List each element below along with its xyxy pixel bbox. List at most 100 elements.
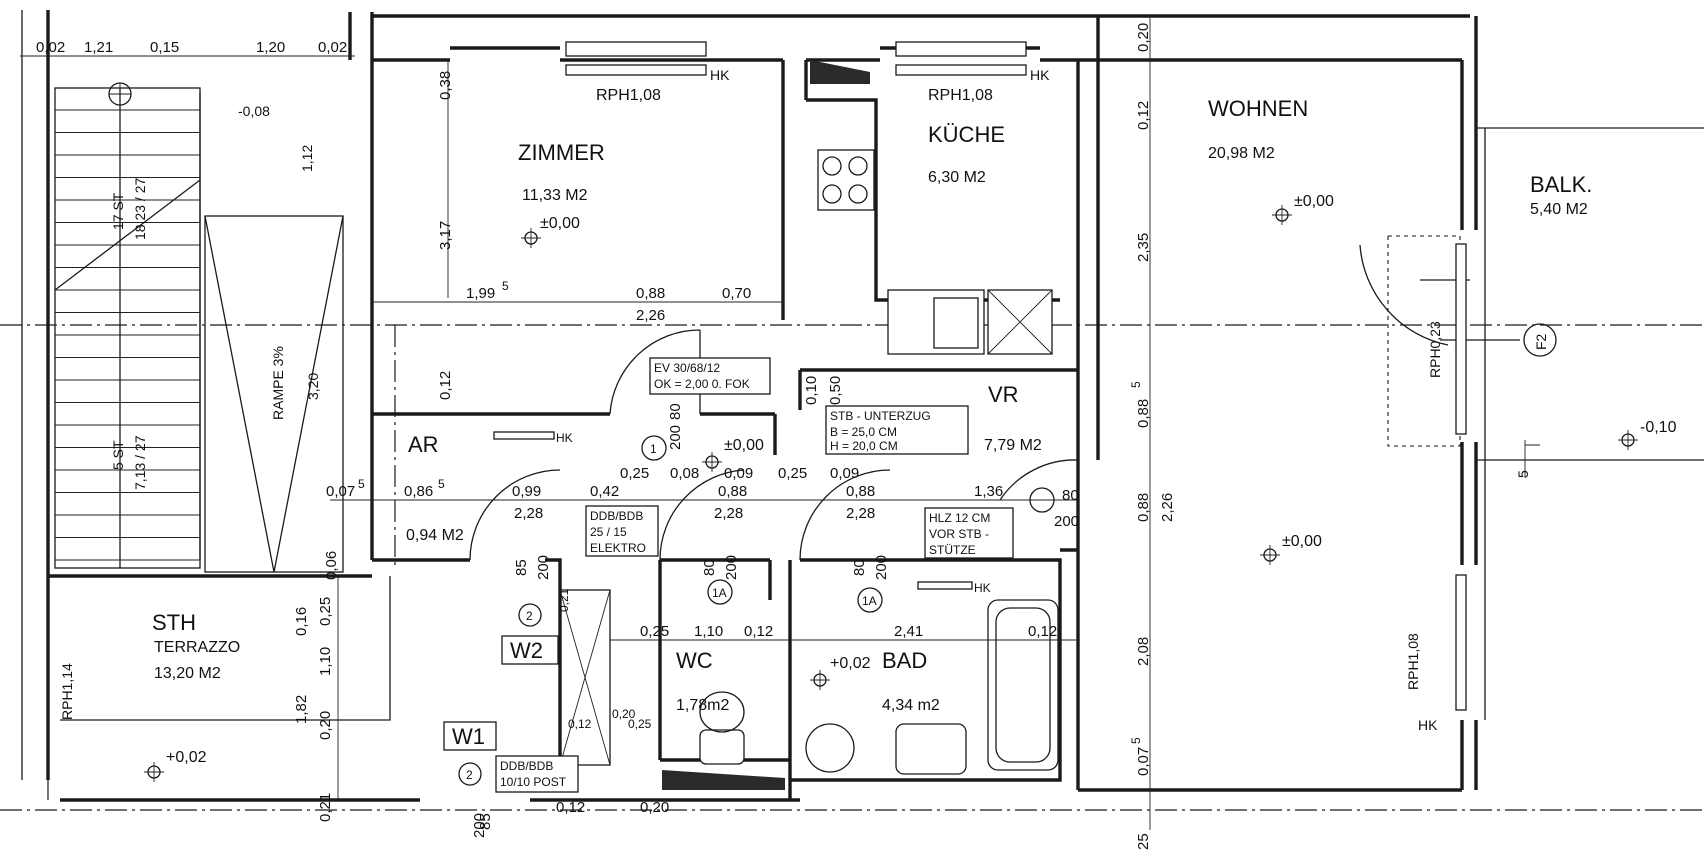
dim-wohnen-0075-sup: 5 — [1129, 737, 1143, 744]
ddb-elektro-line2: 25 / 15 — [590, 525, 627, 539]
vr-area: 7,79 M2 — [984, 437, 1042, 454]
dim-s-006: 0,06 — [323, 551, 340, 580]
dim-door-200b: 200 — [1054, 513, 1079, 530]
dim-r-228a: 2,28 — [514, 505, 543, 522]
dim-c-012: 0,12 — [568, 717, 592, 731]
hlz-note-line3: STÜTZE — [929, 543, 976, 557]
wc-area: 1,78m2 — [676, 697, 729, 714]
dim-zimmer-317: 3,17 — [437, 221, 454, 250]
marker-w1-circle: 2 — [466, 768, 473, 782]
level-marker-icon — [144, 762, 164, 782]
dim-balkon-5: 5 — [1515, 470, 1531, 478]
vr-level: ±0,00 — [724, 437, 764, 454]
dim-wohnen-226: 2,26 — [1159, 493, 1176, 522]
axis-lines — [0, 324, 1704, 811]
dim-s-016: 0,16 — [293, 607, 310, 636]
dim-door-80b: 80 — [1062, 487, 1079, 504]
dim-c-020b: 0,20 — [640, 799, 669, 816]
bad-area: 4,34 m2 — [882, 697, 940, 714]
hlz-note-line2: VOR STB - — [929, 527, 989, 541]
sink-icon — [887, 289, 985, 355]
balkon-level: -0,10 — [1640, 419, 1677, 436]
bad-door-type: 1A — [862, 594, 877, 608]
dim-s-021: 0,21 — [317, 793, 334, 822]
marker-w2-circle: 2 — [526, 609, 533, 623]
kuche-heater-label: HK — [1030, 67, 1050, 83]
dim-wohnen-012: 0,12 — [1135, 101, 1152, 130]
dim-r-025b: 0,25 — [778, 465, 807, 482]
ar-area: 0,94 M2 — [406, 527, 464, 544]
dim-door-80d: 80 — [851, 559, 868, 576]
wc-name: WC — [676, 648, 713, 673]
top-dimensions: 0,02 1,21 0,15 1,20 0,02 — [20, 39, 355, 57]
marker-w1: W1 — [452, 724, 485, 749]
dim-r-0865-sup: 5 — [438, 477, 445, 491]
corridor-dimensions: 0,07 5 0,86 5 0,99 2,28 0,42 0,88 2,28 0… — [326, 465, 1078, 522]
dim-b-025: 0,25 — [640, 623, 669, 640]
room-sth: STH TERRAZZO 13,20 M2 +0,02 RPH1,14 0,06… — [59, 551, 340, 822]
dim-r-025a: 0,25 — [620, 465, 649, 482]
stair-dimension-112: 1,12 — [299, 145, 315, 172]
dim-top-4: 0,02 — [318, 39, 347, 56]
dim-vr-050: 0,50 — [827, 376, 844, 405]
ddb-elektro-line1: DDB/BDB — [590, 509, 643, 523]
balkon-name: BALK. — [1530, 172, 1592, 197]
dim-zimmer-012: 0,12 — [437, 371, 454, 400]
dim-b-110: 1,10 — [694, 623, 723, 640]
dim-door-85b: 85 — [477, 813, 494, 830]
vr-name: VR — [988, 382, 1019, 407]
dim-r-088b: 0,88 — [846, 483, 875, 500]
dim-door-200c: 200 — [535, 555, 552, 580]
marker-w2: W2 — [510, 638, 543, 663]
toilet-icon — [699, 729, 745, 765]
dim-r-0865: 0,86 — [404, 483, 433, 500]
stairs-upper-ratio: 18,23 / 27 — [132, 178, 148, 240]
zimmer-rph: RPH1,08 — [596, 87, 661, 104]
dim-r-008: 0,08 — [670, 465, 699, 482]
dim-r-228b: 2,28 — [714, 505, 743, 522]
dim-r-0075: 0,07 — [326, 483, 355, 500]
dim-c-021: 0,21 — [557, 588, 571, 612]
dim-zimmer-070: 0,70 — [722, 285, 751, 302]
level-marker-icon — [810, 670, 830, 690]
dim-zimmer-199: 1,99 — [466, 285, 495, 302]
sth-sub: TERRAZZO — [154, 639, 240, 656]
dim-top-2: 0,15 — [150, 39, 179, 56]
ar-heater-label: HK — [556, 431, 573, 445]
room-wohnen: WOHNEN 20,98 M2 ±0,00 ±0,00 RPH0,23 RPH1… — [1129, 16, 1520, 850]
zimmer-heater-label: HK — [710, 67, 730, 83]
level-marker-icon — [1260, 545, 1280, 565]
wohnen-level-1: ±0,00 — [1294, 193, 1334, 210]
dim-s-025: 0,25 — [317, 597, 334, 626]
room-wc: WC 1,78m2 1A 80 200 — [659, 469, 785, 790]
level-marker-icon — [1272, 205, 1292, 225]
dim-wohnen-235: 2,35 — [1135, 233, 1152, 262]
dim-r-0075-sup: 5 — [358, 477, 365, 491]
bad-heater-label: HK — [974, 581, 991, 595]
wc-door-type: 1A — [712, 586, 727, 600]
ev-note-line2: OK = 2,00 0. FOK — [654, 377, 750, 391]
stair-level: -0,08 — [238, 103, 270, 119]
dim-wohnen-0885-sup: 5 — [1129, 381, 1143, 388]
ramp-dimension: 3,20 — [305, 373, 321, 400]
stairs-lower-ratio: 7,13 / 27 — [132, 435, 148, 490]
dim-wohnen-0885: 0,88 — [1135, 399, 1152, 428]
ddb-post-line1: DDB/BDB — [500, 759, 553, 773]
dim-b-012b: 0,12 — [1028, 623, 1057, 640]
dim-r-009a: 0,09 — [724, 465, 753, 482]
dim-top-1: 1,21 — [84, 39, 113, 56]
door-type-1: 1 — [650, 442, 657, 456]
level-marker-icon — [521, 228, 541, 248]
dim-s-020: 0,20 — [317, 711, 334, 740]
axis-f2-label: F2 — [1533, 333, 1549, 350]
wohnen-level-2: ±0,00 — [1282, 533, 1322, 550]
ar-name: AR — [408, 432, 439, 457]
dim-door-200a: 200 — [667, 425, 684, 450]
kuche-rph: RPH1,08 — [928, 87, 993, 104]
washing-machine-icon — [805, 723, 855, 773]
dim-wohnen-025: 25 — [1135, 833, 1152, 850]
dim-door-200f: 200 — [471, 813, 488, 838]
dim-top-0: 0,02 — [36, 39, 65, 56]
dim-s-182: 1,82 — [293, 695, 310, 724]
